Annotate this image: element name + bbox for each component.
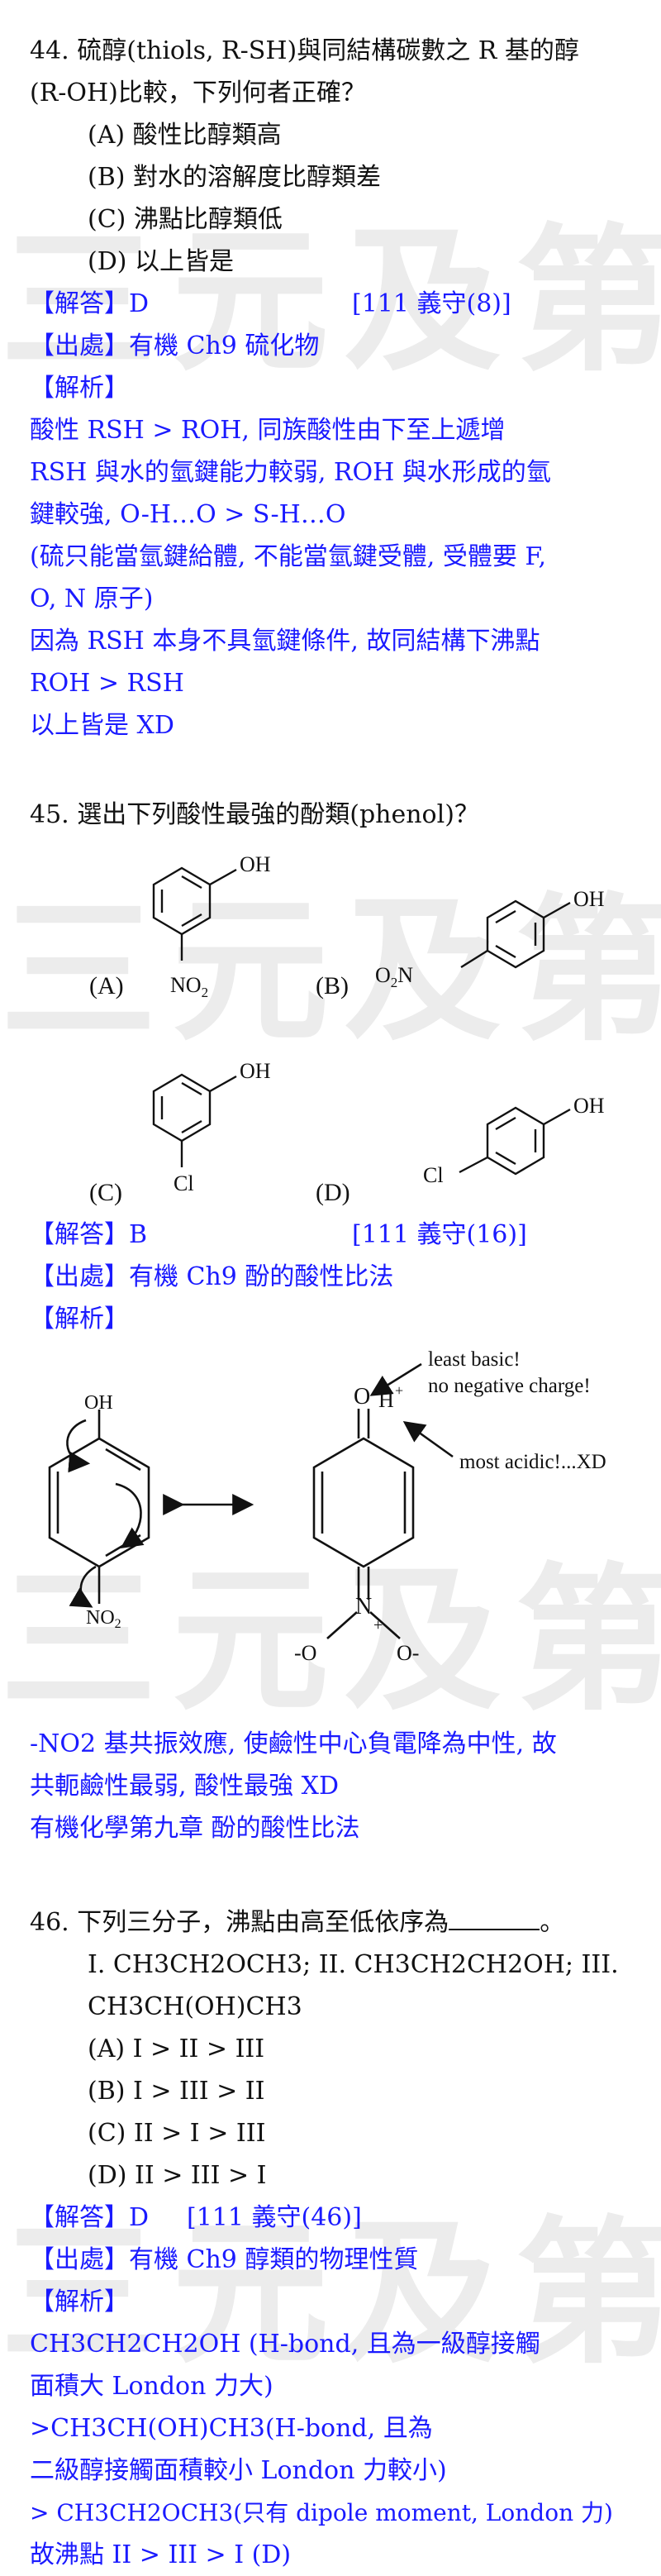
resonance-ring-left — [48, 1437, 150, 1568]
q44-analysis-label: 【解析】 — [30, 374, 129, 403]
option-label-b: (B) — [316, 972, 349, 999]
atom-label-cl: Cl — [423, 1163, 444, 1187]
q45-analysis-label: 【解析】 — [30, 1305, 129, 1333]
q45-answer-source: [111 義守(16)] — [352, 1220, 527, 1249]
question-45-answer: 【解答】B [111 義守(16)] 【出處】有機 Ch9 酚的酸性比法 【解析】 — [30, 1214, 641, 1340]
q44-analysis-line: RSH 與水的氫鍵能力較弱, ROH 與水形成的氫 — [30, 458, 551, 487]
atom-label-subscript: 2 — [202, 985, 209, 1000]
q46-option-c: (C) II > I > III — [88, 2119, 266, 2148]
q46-answer-row: 【解答】D [111 義守(46)] — [30, 2197, 641, 2239]
electron-arrow — [66, 1419, 91, 1473]
option-label-a: (A) — [89, 972, 124, 999]
q46-molecules-line-2: CH3CH(OH)CH3 — [88, 1992, 302, 2021]
q46-molecules-line-1: I. CH3CH2OCH3; II. CH3CH2CH2OH; III. — [88, 1950, 619, 1979]
q45-stem: 45. 選出下列酸性最強的酚類(phenol)？ — [30, 800, 479, 829]
answer-blank — [449, 1907, 540, 1930]
q44-answer-source: [111 義守(8)] — [352, 289, 511, 318]
atom-label-subscript: 2 — [391, 975, 398, 990]
q46-analysis-line: > CH3CH2OCH3(只有 dipole moment, London 力) — [30, 2499, 613, 2526]
q45-answer: 【解答】B — [30, 1220, 148, 1249]
atom-label-oh: OH — [240, 1059, 271, 1083]
q44-option-c: (C) 沸點比醇類低 — [88, 205, 283, 234]
atom-label-no2: NO2 — [170, 973, 208, 1000]
q44-analysis-line: 因為 RSH 本身不具氫鍵條件, 故同結構下沸點 — [30, 627, 540, 656]
q45-analysis-line: 共軛鹼性最弱, 酸性最強 XD — [30, 1772, 340, 1801]
q44-analysis-line: 酸性 RSH > ROH, 同族酸性由下至上遞增 — [30, 416, 506, 445]
annotation-least-basic: least basic! — [428, 1348, 521, 1371]
atom-label-h: H — [378, 1388, 394, 1412]
q46-stem-end: 。 — [540, 1908, 565, 1937]
q46-analysis-label: 【解析】 — [30, 2287, 129, 2316]
q46-stem: 46. 下列三分子，沸點由高至低依序為 。 — [30, 1901, 641, 1944]
q44-answer: 【解答】D — [30, 289, 150, 318]
atom-label-o: O — [375, 963, 391, 987]
q46-option-d: (D) II > III > I — [88, 2161, 267, 2190]
atom-label-oh: OH — [84, 1392, 113, 1414]
atom-label-o-left: -O — [294, 1641, 316, 1665]
atom-label-o: O — [354, 1384, 370, 1410]
annotation-no-negative: no negative charge! — [428, 1375, 591, 1397]
q46-analysis-line: 二級醇接觸面積較小 London 力較小) — [30, 2456, 447, 2485]
watermark: 三元及第 — [0, 880, 661, 1062]
q46-option-a: (A) I > II > III — [88, 2035, 265, 2063]
atom-label-n: N — [355, 1594, 372, 1620]
q46-answer: 【解答】D — [30, 2203, 150, 2232]
atom-label-no: NO — [170, 973, 202, 997]
q45-analysis-line: -NO2 基共振效應, 使鹼性中心負電降為中性, 故 — [30, 1729, 557, 1758]
atom-label-n: N — [397, 963, 413, 987]
q45-structures: OH NO2 OH O2N OH Cl OH Cl (A) (B) (C) (D… — [89, 852, 605, 1206]
annotation-most-acidic: most acidic!...XD — [459, 1451, 606, 1473]
q44-analysis-line: 鍵較強, O-H…O > S-H…O — [30, 500, 346, 529]
q45-answer-row: 【解答】B [111 義守(16)] — [30, 1214, 641, 1256]
q46-analysis-line: 面積大 London 力大) — [30, 2372, 273, 2401]
question-45-analysis: -NO2 基共振效應, 使鹼性中心負電降為中性, 故 共軛鹼性最弱, 酸性最強 … — [30, 1723, 641, 1849]
pointer-arrow — [369, 1362, 422, 1396]
q45-origin: 【出處】有機 Ch9 酚的酸性比法 — [30, 1262, 394, 1291]
question-45: 45. 選出下列酸性最強的酚類(phenol)？ — [30, 794, 641, 836]
pointer-arrow — [402, 1420, 454, 1458]
atom-label-oh: OH — [573, 887, 605, 911]
q44-option-a: (A) 酸性比醇類高 — [88, 121, 282, 150]
charge-plus: + — [373, 1616, 383, 1634]
electron-arrow — [115, 1482, 145, 1548]
q46-answer-source: [111 義守(46)] — [187, 2203, 362, 2232]
q46-analysis-line: CH3CH2CH2OH (H-bond, 且為一級醇接觸 — [30, 2330, 540, 2359]
electron-arrow — [69, 1565, 97, 1608]
option-label-d: (D) — [316, 1179, 350, 1206]
q45-analysis-line: 有機化學第九章 酚的酸性比法 — [30, 1814, 360, 1843]
q46-analysis-line: 故沸點 II > III > I (D) — [30, 2540, 292, 2569]
q46-analysis-line: >CH3CH(OH)CH3(H-bond, 且為 — [30, 2414, 433, 2443]
q44-analysis-line: ROH > RSH — [30, 669, 184, 698]
atom-label-o2n: O2N — [375, 963, 413, 990]
q44-origin: 【出處】有機 Ch9 硫化物 — [30, 332, 320, 360]
option-label-c: (C) — [89, 1179, 122, 1206]
watermark: 三元及第 — [0, 2202, 661, 2385]
watermark: 三元及第 — [0, 1549, 661, 1732]
watermark: 三元及第 — [0, 210, 661, 393]
atom-label-no: NO — [86, 1607, 115, 1629]
q44-analysis-line: O, N 原子) — [30, 584, 154, 613]
question-44: 44. 硫醇(thiols, R-SH)與同結構碳數之 R 基的醇 (R-OH)… — [30, 30, 641, 747]
atom-label-no2: NO2 — [86, 1607, 121, 1631]
q44-answer-row: 【解答】D [111 義守(8)] — [30, 283, 641, 325]
charge-plus: + — [395, 1382, 403, 1399]
question-46: 46. 下列三分子，沸點由高至低依序為 。 I. CH3CH2OCH3; II. … — [30, 1901, 641, 2576]
q44-analysis-line: 以上皆是 XD — [30, 711, 174, 740]
q44-option-d: (D) 以上皆是 — [88, 247, 234, 276]
atom-label-cl: Cl — [174, 1171, 194, 1195]
resonance-ring-right — [312, 1437, 415, 1568]
q46-stem-text: 46. 下列三分子，沸點由高至低依序為 — [30, 1908, 449, 1937]
q46-origin: 【出處】有機 Ch9 醇類的物理性質 — [30, 2245, 419, 2274]
q44-stem-line-1: 44. 硫醇(thiols, R-SH)與同結構碳數之 R 基的醇 — [30, 36, 579, 65]
atom-label-oh: OH — [573, 1094, 605, 1118]
atom-label-subscript: 2 — [115, 1617, 121, 1631]
atom-label-o-right: O- — [397, 1641, 419, 1665]
q44-analysis-line: (硫只能當氫鍵給體, 不能當氫鍵受體, 受體要 F, — [30, 542, 547, 571]
q44-stem-line-2: (R-OH)比較，下列何者正確？ — [30, 79, 366, 107]
q45-resonance-diagram: OH NO2 O H + N + -O O- least basic! no n… — [48, 1348, 606, 1665]
q44-option-b: (B) 對水的溶解度比醇類差 — [88, 163, 381, 192]
atom-label-oh: OH — [240, 852, 271, 876]
q46-option-b: (B) I > III > II — [88, 2077, 265, 2106]
